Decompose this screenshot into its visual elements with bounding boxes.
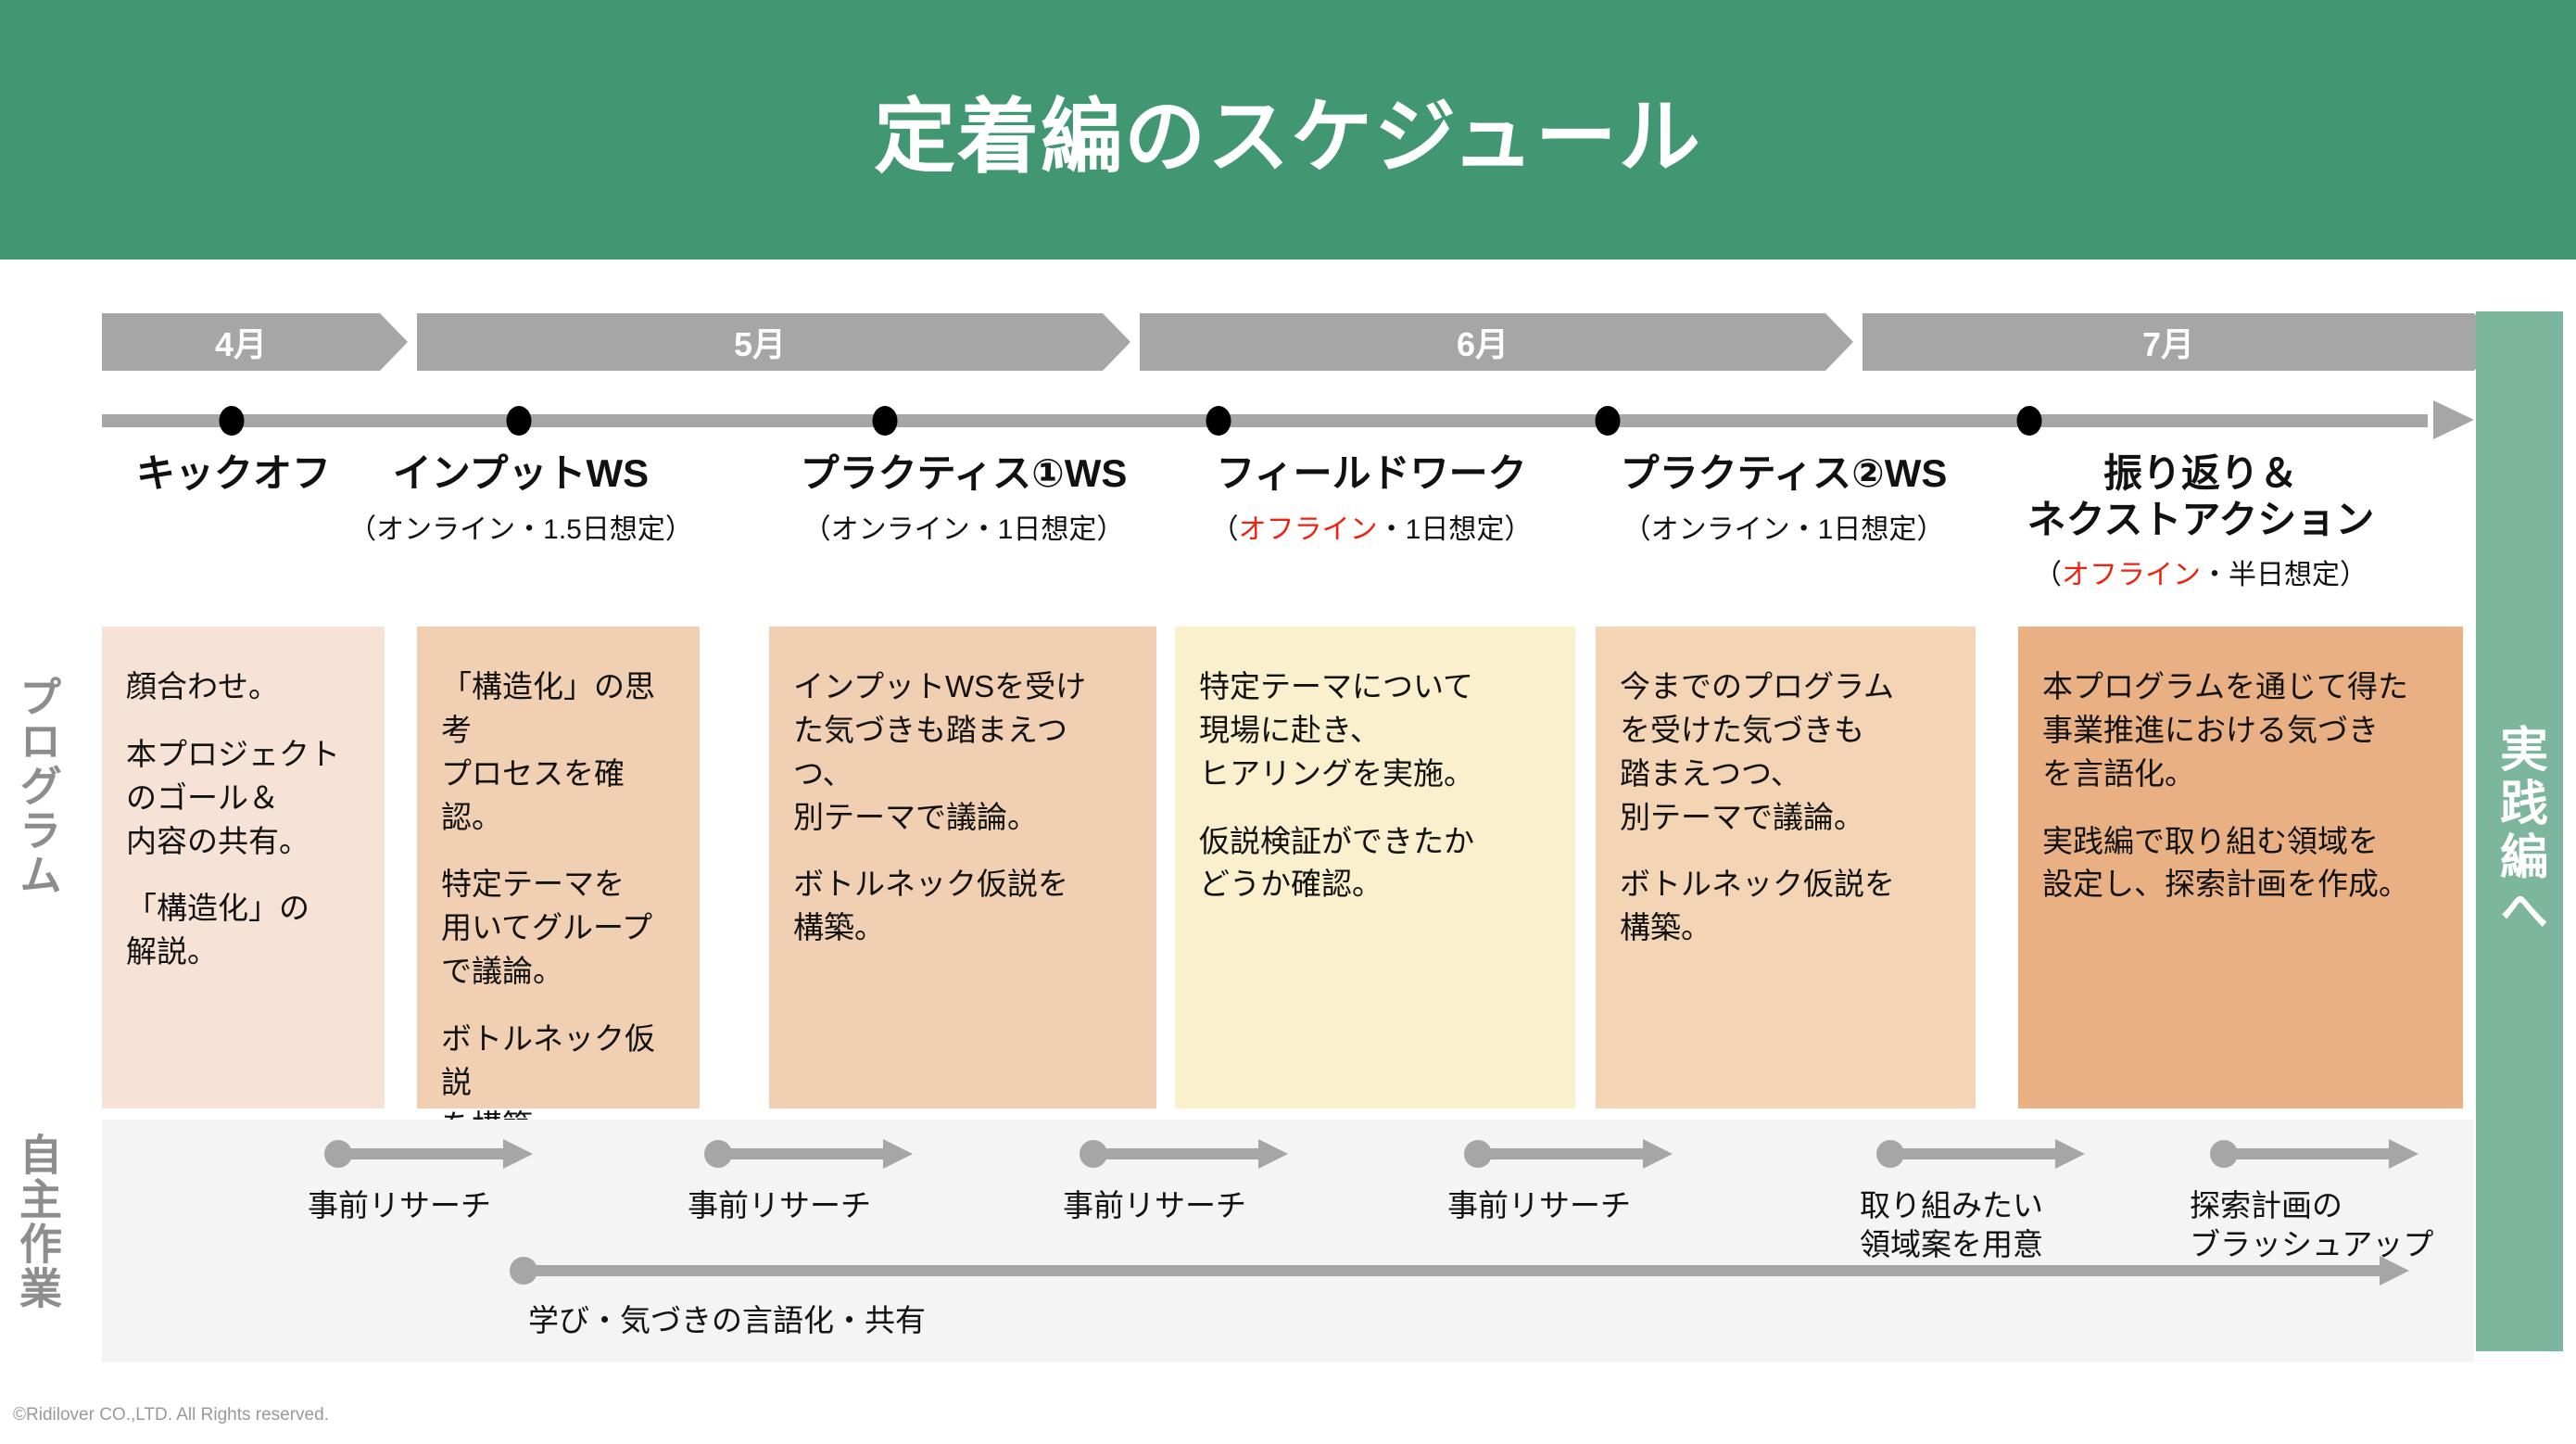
- row-label-selfwork: 自主作業: [14, 1133, 62, 1311]
- card-paragraph: 特定テーマについて 現場に赴き、 ヒアリングを実施。: [1199, 669, 1474, 791]
- milestone-subtitle: （オンライン・1日想定）: [1623, 513, 1945, 545]
- arrow-head-icon: [883, 1139, 913, 1169]
- milestone-subtitle: （オンライン・1日想定）: [802, 513, 1125, 545]
- timeline-dot-4: [1595, 406, 1621, 436]
- milestone-5: 振り返り＆ ネクストアクション （オフライン・半日想定）: [2027, 450, 2375, 592]
- card-paragraph: ボトルネック仮説を 構築。: [793, 867, 1068, 945]
- card-paragraph: 特定テーマを 用いてグループ で議論。: [441, 867, 653, 989]
- chevron-right-icon: [1825, 313, 1853, 371]
- arrow-shaft: [717, 1148, 883, 1159]
- milestone-2: プラクティス①WS （オンライン・1日想定）: [801, 450, 1128, 547]
- copyright-footer: ©Ridilover CO.,LTD. All Rights reserved.: [13, 1405, 329, 1425]
- card-paragraph: 本プロジェクト のゴール＆ 内容の共有。: [126, 736, 340, 858]
- timeline: [102, 400, 2474, 439]
- card-paragraph: ボトルネック仮説を 構築。: [1620, 867, 1895, 945]
- milestone-name: プラクティス②WS: [1620, 451, 1948, 495]
- arrow-shaft: [337, 1148, 503, 1159]
- milestone-3: フィールドワーク （オフライン・1日想定）: [1211, 450, 1533, 547]
- arrow-head-icon: [1643, 1139, 1673, 1169]
- selfwork-label-1: 事前リサーチ: [688, 1188, 871, 1222]
- selfwork-arrow-5: [2210, 1139, 2418, 1169]
- card-paragraph: 本プログラムを通じて得た 事業推進における気づき を言語化。: [2042, 669, 2409, 791]
- offline-tag: オフライン: [1238, 513, 1378, 545]
- milestone-4: プラクティス②WS （オンライン・1日想定）: [1621, 450, 1948, 547]
- milestone-name: フィールドワーク: [1216, 451, 1527, 495]
- month-banner-3: 7月: [1863, 313, 2502, 371]
- next-phase-sidebar: 実践編へ: [2476, 311, 2563, 1351]
- selfwork-arrow-0: [324, 1139, 533, 1169]
- arrow-shaft: [523, 1265, 2380, 1276]
- offline-tag: オフライン: [2061, 560, 2201, 591]
- selfwork-label-4: 取り組みたい 領域案を用意: [1860, 1188, 2043, 1261]
- row-label-program: プログラム: [14, 675, 62, 897]
- timeline-arrowhead-icon: [2433, 400, 2474, 439]
- card-paragraph: 仮説検証ができたか どうか確認。: [1199, 823, 1474, 902]
- selfwork-label-6: 学び・気づきの言語化・共有: [528, 1303, 926, 1337]
- selfwork-arrow-6: [510, 1256, 2409, 1286]
- arrow-head-icon: [503, 1139, 533, 1169]
- month-banner-2: 6月: [1140, 313, 1853, 371]
- card-paragraph: 顔合わせ。: [126, 669, 279, 703]
- month-banner-0: 4月: [102, 313, 408, 371]
- selfwork-label-2: 事前リサーチ: [1063, 1188, 1246, 1222]
- month-label: 4月: [214, 325, 268, 363]
- milestone-1: インプットWS （オンライン・1.5日想定）: [348, 450, 693, 547]
- month-banner-row: 4月 5月 6月 7月: [102, 313, 2502, 371]
- header-banner: 定着編のスケジュール: [0, 0, 2576, 260]
- month-label: 7月: [2141, 325, 2195, 363]
- timeline-bar: [102, 414, 2428, 427]
- chevron-right-icon: [380, 313, 408, 371]
- milestone-subtitle: （オンライン・1.5日想定）: [348, 513, 693, 545]
- month-label: 6月: [1456, 325, 1509, 363]
- card-paragraph: インプットWSを受け た気づきも踏まえつ つ、 別テーマで議論。: [793, 669, 1087, 834]
- selfwork-arrow-4: [1876, 1139, 2085, 1169]
- card-paragraph: 今までのプログラム を受けた気づきも 踏まえつつ、 別テーマで議論。: [1620, 669, 1895, 834]
- card-paragraph: 「構造化」の 解説。: [126, 891, 309, 969]
- program-card-row: 顔合わせ。本プロジェクト のゴール＆ 内容の共有。「構造化」の 解説。「構造化」…: [0, 627, 2576, 1143]
- selfwork-arrow-1: [704, 1139, 913, 1169]
- card-paragraph: 「構造化」の思考 プロセスを確認。: [441, 669, 655, 834]
- program-card-4: 今までのプログラム を受けた気づきも 踏まえつつ、 別テーマで議論。ボトルネック…: [1596, 627, 1976, 1108]
- program-card-1: 「構造化」の思考 プロセスを確認。特定テーマを 用いてグループ で議論。ボトルネ…: [417, 627, 700, 1143]
- chevron-right-icon: [1103, 313, 1130, 371]
- arrow-shaft: [2223, 1148, 2389, 1159]
- arrow-head-icon: [2380, 1256, 2409, 1286]
- arrow-head-icon: [2389, 1139, 2418, 1169]
- timeline-dot-0: [219, 406, 245, 436]
- arrow-head-icon: [2055, 1139, 2085, 1169]
- arrow-shaft: [1477, 1148, 1643, 1159]
- page-title: 定着編のスケジュール: [874, 90, 1702, 183]
- milestone-subtitle: （オフライン・半日想定）: [2033, 560, 2368, 591]
- selfwork-arrow-2: [1080, 1139, 1288, 1169]
- month-label: 5月: [733, 325, 787, 363]
- selfwork-band: 事前リサーチ 事前リサーチ 事前リサーチ 事前リサーチ 取り組みたい 領域案を用意 探索計…: [102, 1120, 2474, 1362]
- card-paragraph: 実践編で取り組む領域を 設定し、探索計画を作成。: [2042, 823, 2409, 902]
- timeline-dot-1: [506, 406, 532, 436]
- program-card-5: 本プログラムを通じて得た 事業推進における気づき を言語化。実践編で取り組む領域…: [2018, 627, 2463, 1108]
- next-phase-label: 実践編へ: [2492, 724, 2546, 939]
- milestone-name: キックオフ: [135, 451, 332, 495]
- milestone-name: インプットWS: [392, 451, 650, 495]
- timeline-dot-5: [2016, 406, 2042, 436]
- milestone-name: プラクティス①WS: [800, 451, 1128, 495]
- program-card-2: インプットWSを受け た気づきも踏まえつ つ、 別テーマで議論。ボトルネック仮説…: [769, 627, 1156, 1108]
- program-card-3: 特定テーマについて 現場に赴き、 ヒアリングを実施。仮説検証ができたか どうか確…: [1175, 627, 1575, 1108]
- selfwork-label-5: 探索計画の ブラッシュアップ: [2190, 1188, 2434, 1261]
- arrow-head-icon: [1258, 1139, 1288, 1169]
- selfwork-label-3: 事前リサーチ: [1447, 1188, 1631, 1222]
- selfwork-label-0: 事前リサーチ: [308, 1188, 491, 1222]
- program-card-0: 顔合わせ。本プロジェクト のゴール＆ 内容の共有。「構造化」の 解説。: [102, 627, 385, 1108]
- milestone-name: 振り返り＆ ネクストアクション: [2027, 451, 2375, 541]
- timeline-dot-2: [872, 406, 898, 436]
- month-banner-1: 5月: [417, 313, 1130, 371]
- selfwork-arrow-3: [1464, 1139, 1673, 1169]
- arrow-shaft: [1092, 1148, 1258, 1159]
- timeline-dot-3: [1206, 406, 1231, 436]
- arrow-shaft: [1889, 1148, 2055, 1159]
- milestone-row: キックオフ インプットWS （オンライン・1.5日想定） プラクティス①WS （オンライ…: [0, 450, 2576, 592]
- milestone-0: キックオフ: [136, 450, 331, 497]
- milestone-subtitle: （オフライン・1日想定）: [1210, 513, 1533, 545]
